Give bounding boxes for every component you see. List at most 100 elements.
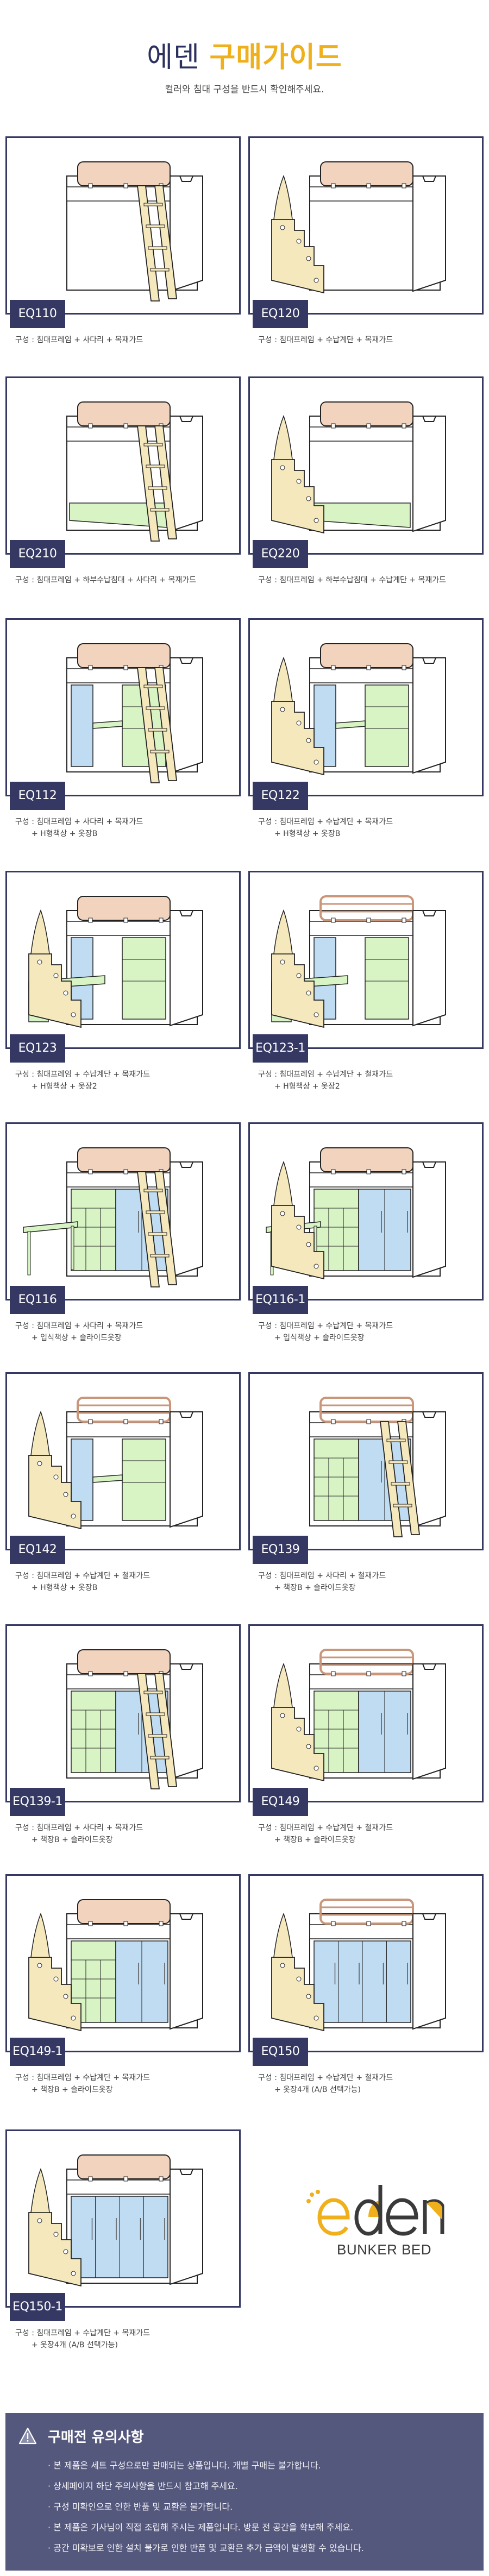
bunker-bed-illustration (271, 895, 446, 1028)
product-composition-extra: + 책장B + 슬라이드옷장 (274, 1584, 356, 1592)
product-code-badge: EQ139 (253, 1536, 308, 1564)
product-image-frame[interactable] (5, 136, 241, 315)
product-code-badge: EQ116-1 (253, 1286, 308, 1314)
bunker-bed-illustration (266, 1147, 446, 1280)
product-image-frame[interactable] (5, 871, 241, 1049)
product-card-eq110[interactable]: EQ110 구성 : 침대프레임 + 사다리 + 목재가드 (5, 136, 241, 381)
notice-item: 상세페이지 하단 주의사항을 반드시 참고해 주세요. (48, 2480, 364, 2501)
notice-title: 구매전 유의사항 (48, 2429, 144, 2446)
page-subtitle: 컬러와 침대 구성을 반드시 확인해주세요. (165, 84, 324, 95)
product-image-frame[interactable] (248, 1122, 484, 1300)
product-card-eq150-1[interactable]: EQ150-1 구성 : 침대프레임 + 수납계단 + 목재가드 + 옷장4개 … (5, 2129, 241, 2374)
product-composition-extra: + H형책상 + 옷장2 (274, 1082, 340, 1091)
product-composition-extra: + H형책상 + 옷장B (32, 1584, 98, 1592)
bunker-bed-illustration (66, 1649, 203, 1789)
notice-header: 구매전 유의사항 (18, 2425, 144, 2447)
product-code-badge: EQ122 (253, 782, 308, 810)
bunker-bed-illustration (28, 1397, 203, 1530)
product-composition-extra: + H형책상 + 옷장B (32, 830, 98, 838)
product-composition: 구성 : 침대프레임 + 수납계단 + 철재가드 (258, 1070, 393, 1079)
product-card-eq139[interactable]: EQ139 구성 : 침대프레임 + 사다리 + 철재가드 + 책장B + 슬라… (248, 1372, 484, 1617)
eden-wordmark-icon (306, 2185, 444, 2236)
bunker-bed-illustration (271, 1899, 446, 2032)
product-image-frame[interactable] (5, 618, 241, 796)
notice-item: 본 제품은 세트 구성으로만 판매되는 상품입니다. 개별 구매는 불가합니다. (48, 2460, 364, 2480)
product-card-eq149-1[interactable]: EQ149-1 구성 : 침대프레임 + 수납계단 + 목재가드 + 책장B +… (5, 1874, 241, 2119)
product-image-frame[interactable] (5, 1874, 241, 2052)
product-card-eq112[interactable]: EQ112 구성 : 침대프레임 + 사다리 + 목재가드 + H형책상 + 옷… (5, 618, 241, 863)
product-composition: 구성 : 침대프레임 + 하부수납침대 + 사다리 + 목재가드 (15, 576, 197, 585)
bunker-bed-illustration (66, 643, 203, 783)
product-composition: 구성 : 침대프레임 + 수납계단 + 철재가드 (258, 1824, 393, 1832)
product-image-frame[interactable] (248, 871, 484, 1049)
page-title: 에덴 구매가이드 (0, 41, 489, 74)
bunker-bed-illustration (66, 161, 203, 301)
logo-tagline: BUNKER BED (337, 2241, 432, 2258)
product-image-frame[interactable] (248, 136, 484, 315)
title-main: 구매가이드 (209, 41, 342, 74)
product-composition: 구성 : 침대프레임 + 수납계단 + 목재가드 (15, 2329, 151, 2338)
bunker-bed-illustration (271, 643, 446, 776)
product-card-eq149[interactable]: EQ149 구성 : 침대프레임 + 수납계단 + 철재가드 + 책장B + 슬… (248, 1624, 484, 1869)
bunker-bed-illustration (309, 1397, 446, 1537)
purchase-notice-box: 구매전 유의사항 본 제품은 세트 구성으로만 판매되는 상품입니다. 개별 구… (5, 2413, 484, 2571)
product-card-eq150[interactable]: EQ150 구성 : 침대프레임 + 수납계단 + 철재가드 + 옷장4개 (A… (248, 1874, 484, 2119)
product-card-eq220[interactable]: EQ220 구성 : 침대프레임 + 하부수납침대 + 수납계단 + 목재가드 (248, 376, 484, 621)
product-composition-extra: + 책장B + 슬라이드옷장 (32, 2085, 113, 2094)
product-card-eq122[interactable]: EQ122 구성 : 침대프레임 + 수납계단 + 목재가드 + H형책상 + … (248, 618, 484, 863)
product-card-eq210[interactable]: EQ210 구성 : 침대프레임 + 하부수납침대 + 사다리 + 목재가드 (5, 376, 241, 621)
product-code-badge: EQ220 (253, 540, 308, 568)
product-code-badge: EQ149 (253, 1788, 308, 1816)
product-composition: 구성 : 침대프레임 + 수납계단 + 목재가드 (258, 1322, 393, 1330)
product-composition: 구성 : 침대프레임 + 사다리 + 목재가드 (15, 1322, 143, 1330)
product-code-badge: EQ149-1 (10, 2038, 65, 2066)
product-composition: 구성 : 침대프레임 + 수납계단 + 목재가드 (15, 1070, 151, 1079)
product-composition-extra: + 입식책상 + 슬라이드옷장 (32, 1334, 122, 1342)
product-card-eq120[interactable]: EQ120 구성 : 침대프레임 + 수납계단 + 목재가드 (248, 136, 484, 381)
product-composition: 구성 : 침대프레임 + 수납계단 + 목재가드 (258, 336, 393, 344)
product-image-frame[interactable] (248, 1874, 484, 2052)
product-code-badge: EQ116 (10, 1286, 65, 1314)
product-image-frame[interactable] (248, 618, 484, 796)
bunker-bed-illustration (28, 1899, 203, 2032)
product-code-badge: EQ110 (10, 300, 65, 328)
notice-item: 공간 미확보로 인한 설치 불가로 인한 반품 및 교환은 추가 금액이 발생할… (48, 2542, 364, 2563)
notice-item: 본 제품은 기사님이 직접 조립해 주시는 제품입니다. 방문 전 공간을 확보… (48, 2522, 364, 2542)
product-image-frame[interactable] (248, 1624, 484, 1802)
product-image-frame[interactable] (5, 1122, 241, 1300)
product-card-eq139-1[interactable]: EQ139-1 구성 : 침대프레임 + 사다리 + 목재가드 + 책장B + … (5, 1624, 241, 1869)
warning-triangle-icon (18, 2427, 37, 2445)
product-composition: 구성 : 침대프레임 + 사다리 + 목재가드 (15, 1824, 143, 1832)
product-code-badge: EQ123 (10, 1034, 65, 1063)
product-card-eq116[interactable]: EQ116 구성 : 침대프레임 + 사다리 + 목재가드 + 입식책상 + 슬… (5, 1122, 241, 1367)
product-image-frame[interactable] (248, 1372, 484, 1550)
product-code-badge: EQ150 (253, 2038, 308, 2066)
product-code-badge: EQ150-1 (10, 2293, 65, 2321)
product-composition: 구성 : 침대프레임 + 수납계단 + 철재가드 (258, 2074, 393, 2082)
eden-logo: BUNKER BED (304, 2184, 446, 2271)
product-code-badge: EQ123-1 (253, 1034, 308, 1063)
product-image-frame[interactable] (248, 376, 484, 555)
product-image-frame[interactable] (5, 376, 241, 555)
product-composition-extra: + 책장B + 슬라이드옷장 (274, 1836, 356, 1844)
product-card-eq123-1[interactable]: EQ123-1 구성 : 침대프레임 + 수납계단 + 철재가드 + H형책상 … (248, 871, 484, 1115)
product-image-frame[interactable] (5, 1624, 241, 1802)
product-image-frame[interactable] (5, 1372, 241, 1550)
product-card-eq123[interactable]: EQ123 구성 : 침대프레임 + 수납계단 + 목재가드 + H형책상 + … (5, 871, 241, 1115)
product-composition-extra: + 옷장4개 (A/B 선택가능) (32, 2341, 118, 2349)
product-composition-extra: + 옷장4개 (A/B 선택가능) (274, 2085, 361, 2094)
product-composition-extra: + 입식책상 + 슬라이드옷장 (274, 1334, 365, 1342)
product-card-eq116-1[interactable]: EQ116-1 구성 : 침대프레임 + 수납계단 + 목재가드 + 입식책상 … (248, 1122, 484, 1367)
bunker-bed-illustration (28, 2154, 203, 2287)
notice-list: 본 제품은 세트 구성으로만 판매되는 상품입니다. 개별 구매는 불가합니다.… (48, 2460, 364, 2563)
product-code-badge: EQ210 (10, 540, 65, 568)
product-composition: 구성 : 침대프레임 + 수납계단 + 목재가드 (258, 818, 393, 826)
product-card-eq142[interactable]: EQ142 구성 : 침대프레임 + 수납계단 + 철재가드 + H형책상 + … (5, 1372, 241, 1617)
bunker-bed-illustration (271, 401, 446, 534)
product-image-frame[interactable] (5, 2129, 241, 2308)
notice-item: 구성 미확인으로 인한 반품 및 교환은 불가합니다. (48, 2501, 364, 2522)
bunker-bed-illustration (23, 1147, 203, 1287)
product-code-badge: EQ120 (253, 300, 308, 328)
product-composition: 구성 : 침대프레임 + 수납계단 + 목재가드 (15, 2074, 151, 2082)
product-composition: 구성 : 침대프레임 + 수납계단 + 철재가드 (15, 1572, 151, 1580)
